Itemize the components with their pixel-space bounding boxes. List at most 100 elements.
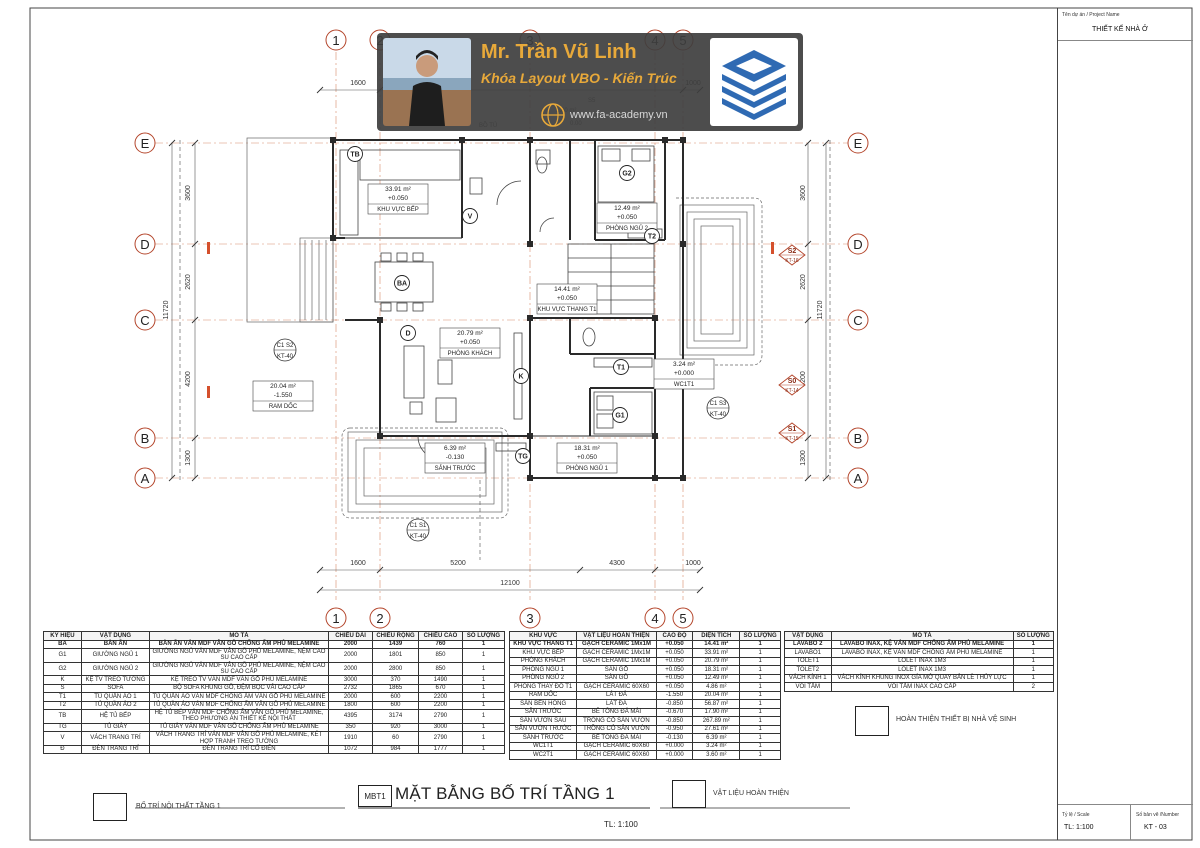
finish-cell: 1	[739, 665, 781, 675]
furniture-cell: 1800	[328, 700, 374, 711]
furniture-tag-label: TB	[350, 152, 359, 159]
finish-cell: KHU VỰC THANG T1	[508, 639, 578, 649]
room-name: PHÒNG KHÁCH	[448, 350, 493, 357]
finish-cell: +0.050	[655, 639, 694, 649]
furniture-cell: HỆ TỦ BẾP	[80, 709, 150, 724]
elevation-ref: KT-15	[785, 436, 799, 442]
sanitary-cell: LAVABO INAX, KỆ VÁN MDF CHỐNG ẨM PHỦ MEL…	[830, 639, 1014, 649]
furniture-tag-label: G1	[615, 413, 624, 420]
sanitary-cell: LAVABO 2	[784, 639, 832, 649]
finish-cell: GẠCH CERAMIC 60X60	[576, 741, 657, 751]
room-area: 12.49 m²	[614, 205, 640, 212]
grid-bubble-x	[672, 607, 694, 629]
grid-bubble-y	[134, 309, 156, 331]
furniture-tag-label: TG	[518, 454, 528, 461]
project-label: Tên dự án / Project Name	[1062, 12, 1120, 18]
furniture-cell: 3000	[328, 675, 374, 685]
furniture-cell: G2	[43, 661, 82, 677]
furniture-tag	[644, 228, 660, 244]
dimension-text: 2620	[185, 274, 192, 290]
finish-cell: GẠCH CERAMIC 1Mx1M	[576, 648, 657, 658]
finish-cell: 20.04 m²	[692, 690, 741, 700]
site-layer	[179, 137, 831, 560]
bed-2	[597, 145, 655, 203]
side-steps	[299, 237, 334, 323]
finish-cell: GẠCH CERAMIC 60X60	[576, 682, 657, 692]
website-link[interactable]: www.fa-academy.vn	[570, 109, 668, 121]
sanitary-cell: LAVABO INAX, KỆ VÁN MDF CHỐNG ẨM PHỦ MEL…	[830, 648, 1014, 658]
finish-cell: 1	[739, 699, 781, 709]
section-label: C1 S3	[710, 401, 727, 407]
number-label: Số bản vẽ /Number	[1136, 812, 1180, 818]
furniture-cell: K	[43, 675, 82, 685]
furniture-tag-label: K	[518, 374, 523, 381]
furniture-cell: VÁCH TRANG TRÍ	[80, 731, 150, 746]
room-level: +0.050	[577, 454, 597, 461]
room-area: 20.04 m²	[270, 383, 296, 390]
furniture-cell: 1	[461, 722, 506, 733]
scale-label: Tỷ lệ / Scale	[1062, 812, 1090, 818]
furniture-cell: GIƯỜNG NGỦ 1	[80, 648, 150, 663]
elevation-label: S2	[788, 248, 797, 255]
dimension-text: 1600	[350, 560, 366, 567]
section-label: C1 S2	[277, 343, 294, 349]
furniture-tag	[462, 208, 478, 224]
finish-cell: SÀN GỖ	[576, 665, 657, 675]
room-level: +0.050	[617, 214, 637, 221]
finish-cell: 6.39 m²	[692, 733, 741, 743]
finish-cell: SẢNH TRƯỚC	[508, 733, 578, 743]
furniture-header: MÔ TẢ	[148, 631, 330, 641]
finish-cell: +0.000	[655, 741, 694, 751]
furniture-tag	[619, 165, 635, 181]
dimension-text: 12100	[500, 580, 520, 587]
finish-cell: GẠCH CERAMIC 60X60	[576, 750, 657, 760]
grid-label-y: E	[854, 136, 863, 151]
furniture-cell: SOFA	[80, 683, 150, 694]
furniture-cell: BÀN ĂN VÁN MDF VÂN GỖ CHỐNG ẨM PHỦ MELAM…	[148, 639, 330, 649]
section-ref: KT-40	[410, 534, 427, 540]
furniture-tag-label: G2	[622, 171, 631, 178]
finish-cell: 20.79 m²	[692, 656, 741, 666]
dimension-layer: 1600100016005200430010001210036002620420…	[163, 80, 830, 594]
finish-cell: 12.49 m²	[692, 673, 741, 683]
finish-cell: 1	[739, 716, 781, 726]
dimension-text: 1000	[685, 560, 701, 567]
finish-cell: TRỒNG CỎ SÂN VƯỜN	[576, 716, 657, 726]
finish-cell: 17.90 m²	[692, 707, 741, 717]
finish-cell: -0.950	[655, 724, 694, 734]
grid-bubble-x	[325, 607, 347, 629]
furniture-cell: BA	[43, 639, 82, 649]
grid-label-y: A	[854, 471, 863, 486]
finish-header: KHU VỰC	[508, 631, 578, 641]
furniture-cell: 3000	[418, 722, 463, 733]
furniture-cell: 984	[372, 744, 419, 755]
grid-label-x: 2	[376, 611, 383, 626]
finish-cell: 1	[739, 750, 781, 760]
sanitary-cell: LOLET INAX 1M3	[830, 656, 1014, 666]
finish-cell: WC1T1	[508, 741, 578, 751]
grid-bubble-x	[519, 607, 541, 629]
furniture-header: CHIỀU DÀI	[328, 631, 374, 641]
furniture-legend-label: BỐ TRÍ NỘI THẤT TẦNG 1	[136, 803, 221, 810]
finish-cell: 1	[739, 682, 781, 692]
room-level: +0.050	[388, 195, 408, 202]
